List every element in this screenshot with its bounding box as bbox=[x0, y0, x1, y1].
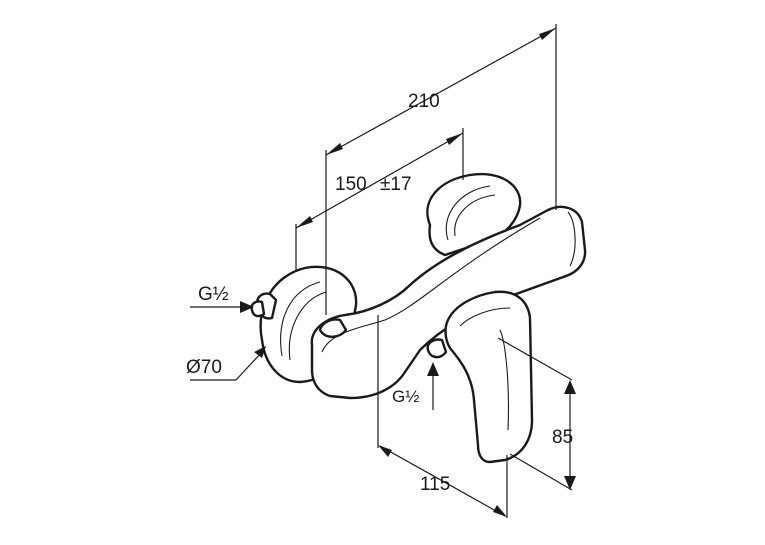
label-lever-height: 85 bbox=[552, 427, 573, 448]
label-overall-width: 210 bbox=[408, 91, 440, 112]
label-center-tolerance: ±17 bbox=[380, 174, 412, 195]
leader-outlet-thread bbox=[427, 362, 439, 410]
label-outlet-thread: G½ bbox=[392, 387, 419, 406]
dimension-210 bbox=[325, 24, 557, 315]
dimension-85 bbox=[497, 337, 576, 491]
label-rosette-diameter: Ø70 bbox=[186, 357, 222, 378]
dimension-115 bbox=[377, 315, 508, 518]
label-outlet-projection: 115 bbox=[420, 474, 450, 495]
leader-inlet-thread bbox=[190, 301, 254, 313]
lever-handle bbox=[444, 290, 534, 464]
dimension-150 bbox=[295, 128, 464, 270]
leader-rosette-diameter bbox=[190, 346, 266, 381]
label-center-distance: 150 bbox=[335, 174, 367, 195]
faucet-body bbox=[310, 205, 587, 400]
label-inlet-thread: G½ bbox=[198, 284, 229, 305]
